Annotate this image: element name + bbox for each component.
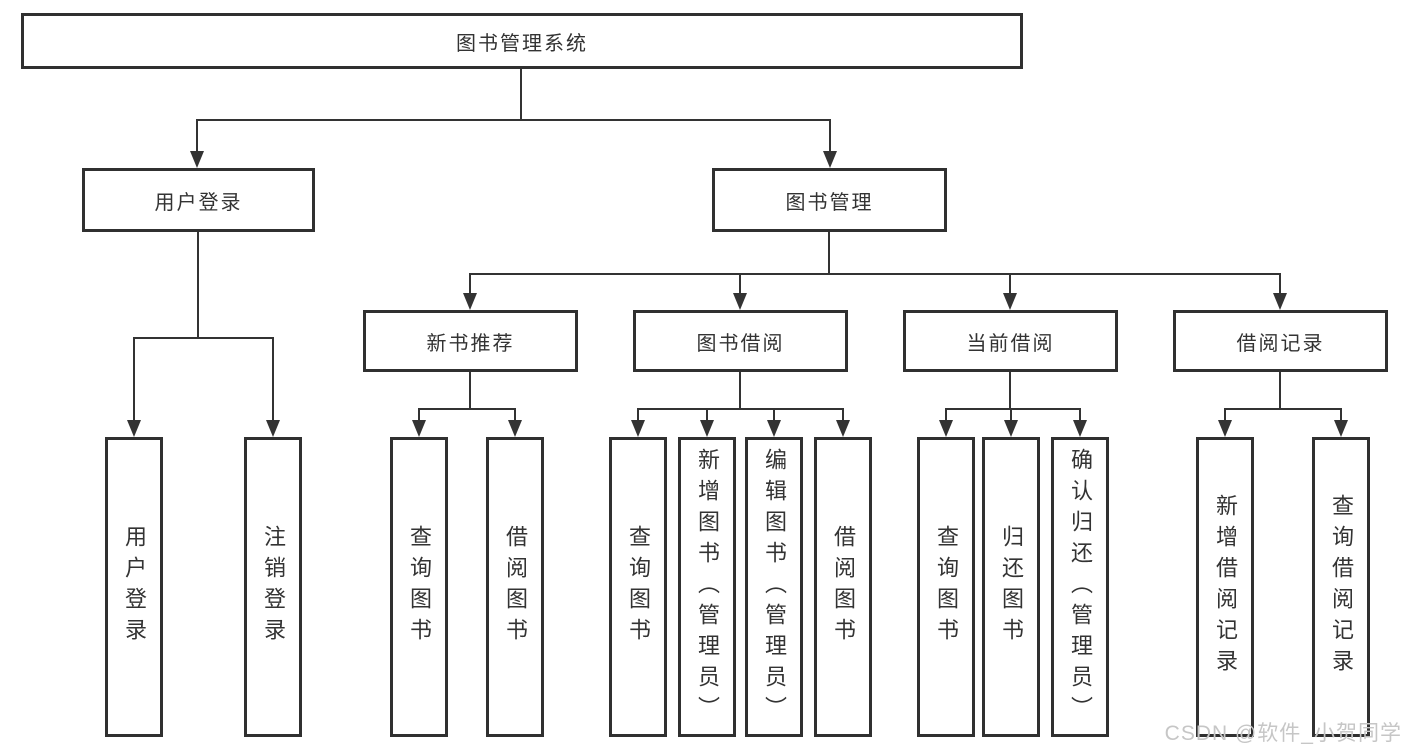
node-current-borrow: 当前借阅 [903, 310, 1118, 372]
connector-stub [1009, 372, 1011, 409]
leaf-query-borrow-record: 查询借阅记录 [1312, 437, 1370, 737]
arrowhead-icon [1218, 420, 1232, 437]
leaf-query-books-recommend: 查询图书 [390, 437, 448, 737]
arrowhead-icon [1273, 293, 1287, 310]
connector-hline [945, 408, 1081, 410]
connector-drop [706, 408, 708, 422]
arrowhead-icon [190, 151, 204, 168]
leaf-borrow-books-recommend: 借阅图书 [486, 437, 544, 737]
connector-drop [1010, 408, 1012, 422]
leaf-confirm-return-admin: 确认归还（管理员） [1051, 437, 1109, 737]
connector-stub [469, 372, 471, 409]
connector-drop [1279, 273, 1281, 294]
leaf-label: 借阅图书 [503, 525, 528, 649]
connector-root-stub [520, 69, 522, 120]
leaf-user-login: 用户登录 [105, 437, 163, 737]
leaf-label: 查询图书 [626, 525, 651, 649]
leaf-label: 归还图书 [999, 525, 1024, 649]
node-library-system: 图书管理系统 [21, 13, 1023, 69]
connector-drop [773, 408, 775, 422]
leaf-edit-books-admin: 编辑图书（管理员） [745, 437, 803, 737]
node-book-management: 图书管理 [712, 168, 947, 232]
connector-hline [418, 408, 516, 410]
node-new-book-recommend: 新书推荐 [363, 310, 578, 372]
leaf-label: 查询借阅记录 [1329, 494, 1354, 680]
node-borrow-records: 借阅记录 [1173, 310, 1388, 372]
leaf-label: 查询图书 [407, 525, 432, 649]
leaf-return-books: 归还图书 [982, 437, 1040, 737]
connector-mgmt-hline [469, 273, 1281, 275]
connector-hline [637, 408, 844, 410]
arrowhead-icon [1004, 420, 1018, 437]
arrowhead-icon [939, 420, 953, 437]
arrowhead-icon [1334, 420, 1348, 437]
arrowhead-icon [508, 420, 522, 437]
node-user-login: 用户登录 [82, 168, 315, 232]
leaf-query-books-current: 查询图书 [917, 437, 975, 737]
connector-drop [739, 273, 741, 294]
arrowhead-icon [266, 420, 280, 437]
arrowhead-icon [733, 293, 747, 310]
connector-drop [196, 119, 198, 153]
leaf-label: 确认归还（管理员） [1068, 447, 1093, 727]
connector-drop [514, 408, 516, 422]
leaf-label: 借阅图书 [831, 525, 856, 649]
connector-drop [637, 408, 639, 422]
arrowhead-icon [412, 420, 426, 437]
leaf-label: 查询图书 [934, 525, 959, 649]
connector-drop [418, 408, 420, 422]
connector-hline [1224, 408, 1342, 410]
connector-drop [1340, 408, 1342, 422]
connector-drop [1009, 273, 1011, 294]
arrowhead-icon [127, 420, 141, 437]
arrowhead-icon [823, 151, 837, 168]
connector-drop [842, 408, 844, 422]
leaf-label: 用户登录 [122, 525, 147, 649]
arrowhead-icon [1073, 420, 1087, 437]
leaf-label: 新增借阅记录 [1213, 494, 1238, 680]
connector-mgmt-stub [828, 232, 830, 274]
leaf-query-books-borrow: 查询图书 [609, 437, 667, 737]
arrowhead-icon [836, 420, 850, 437]
connector-drop [272, 337, 274, 422]
connector-drop [1224, 408, 1226, 422]
connector-drop [945, 408, 947, 422]
leaf-borrow-books: 借阅图书 [814, 437, 872, 737]
connector-login-hline [133, 337, 274, 339]
connector-drop [1079, 408, 1081, 422]
arrowhead-icon [767, 420, 781, 437]
leaf-label: 注销登录 [261, 525, 286, 649]
connector-stub [1279, 372, 1281, 409]
leaf-logout: 注销登录 [244, 437, 302, 737]
arrowhead-icon [631, 420, 645, 437]
arrowhead-icon [700, 420, 714, 437]
connector-drop [133, 337, 135, 422]
leaf-add-books-admin: 新增图书（管理员） [678, 437, 736, 737]
connector-root-hline [196, 119, 831, 121]
leaf-add-borrow-record: 新增借阅记录 [1196, 437, 1254, 737]
connector-drop [469, 273, 471, 294]
arrowhead-icon [1003, 293, 1017, 310]
arrowhead-icon [463, 293, 477, 310]
csdn-watermark: CSDN @软件_小贺同学 [1164, 722, 1402, 745]
connector-login-stub [197, 232, 199, 338]
leaf-label: 编辑图书（管理员） [762, 447, 787, 727]
leaf-label: 新增图书（管理员） [695, 447, 720, 727]
connector-stub [739, 372, 741, 409]
connector-drop [829, 119, 831, 153]
node-book-borrow: 图书借阅 [633, 310, 848, 372]
